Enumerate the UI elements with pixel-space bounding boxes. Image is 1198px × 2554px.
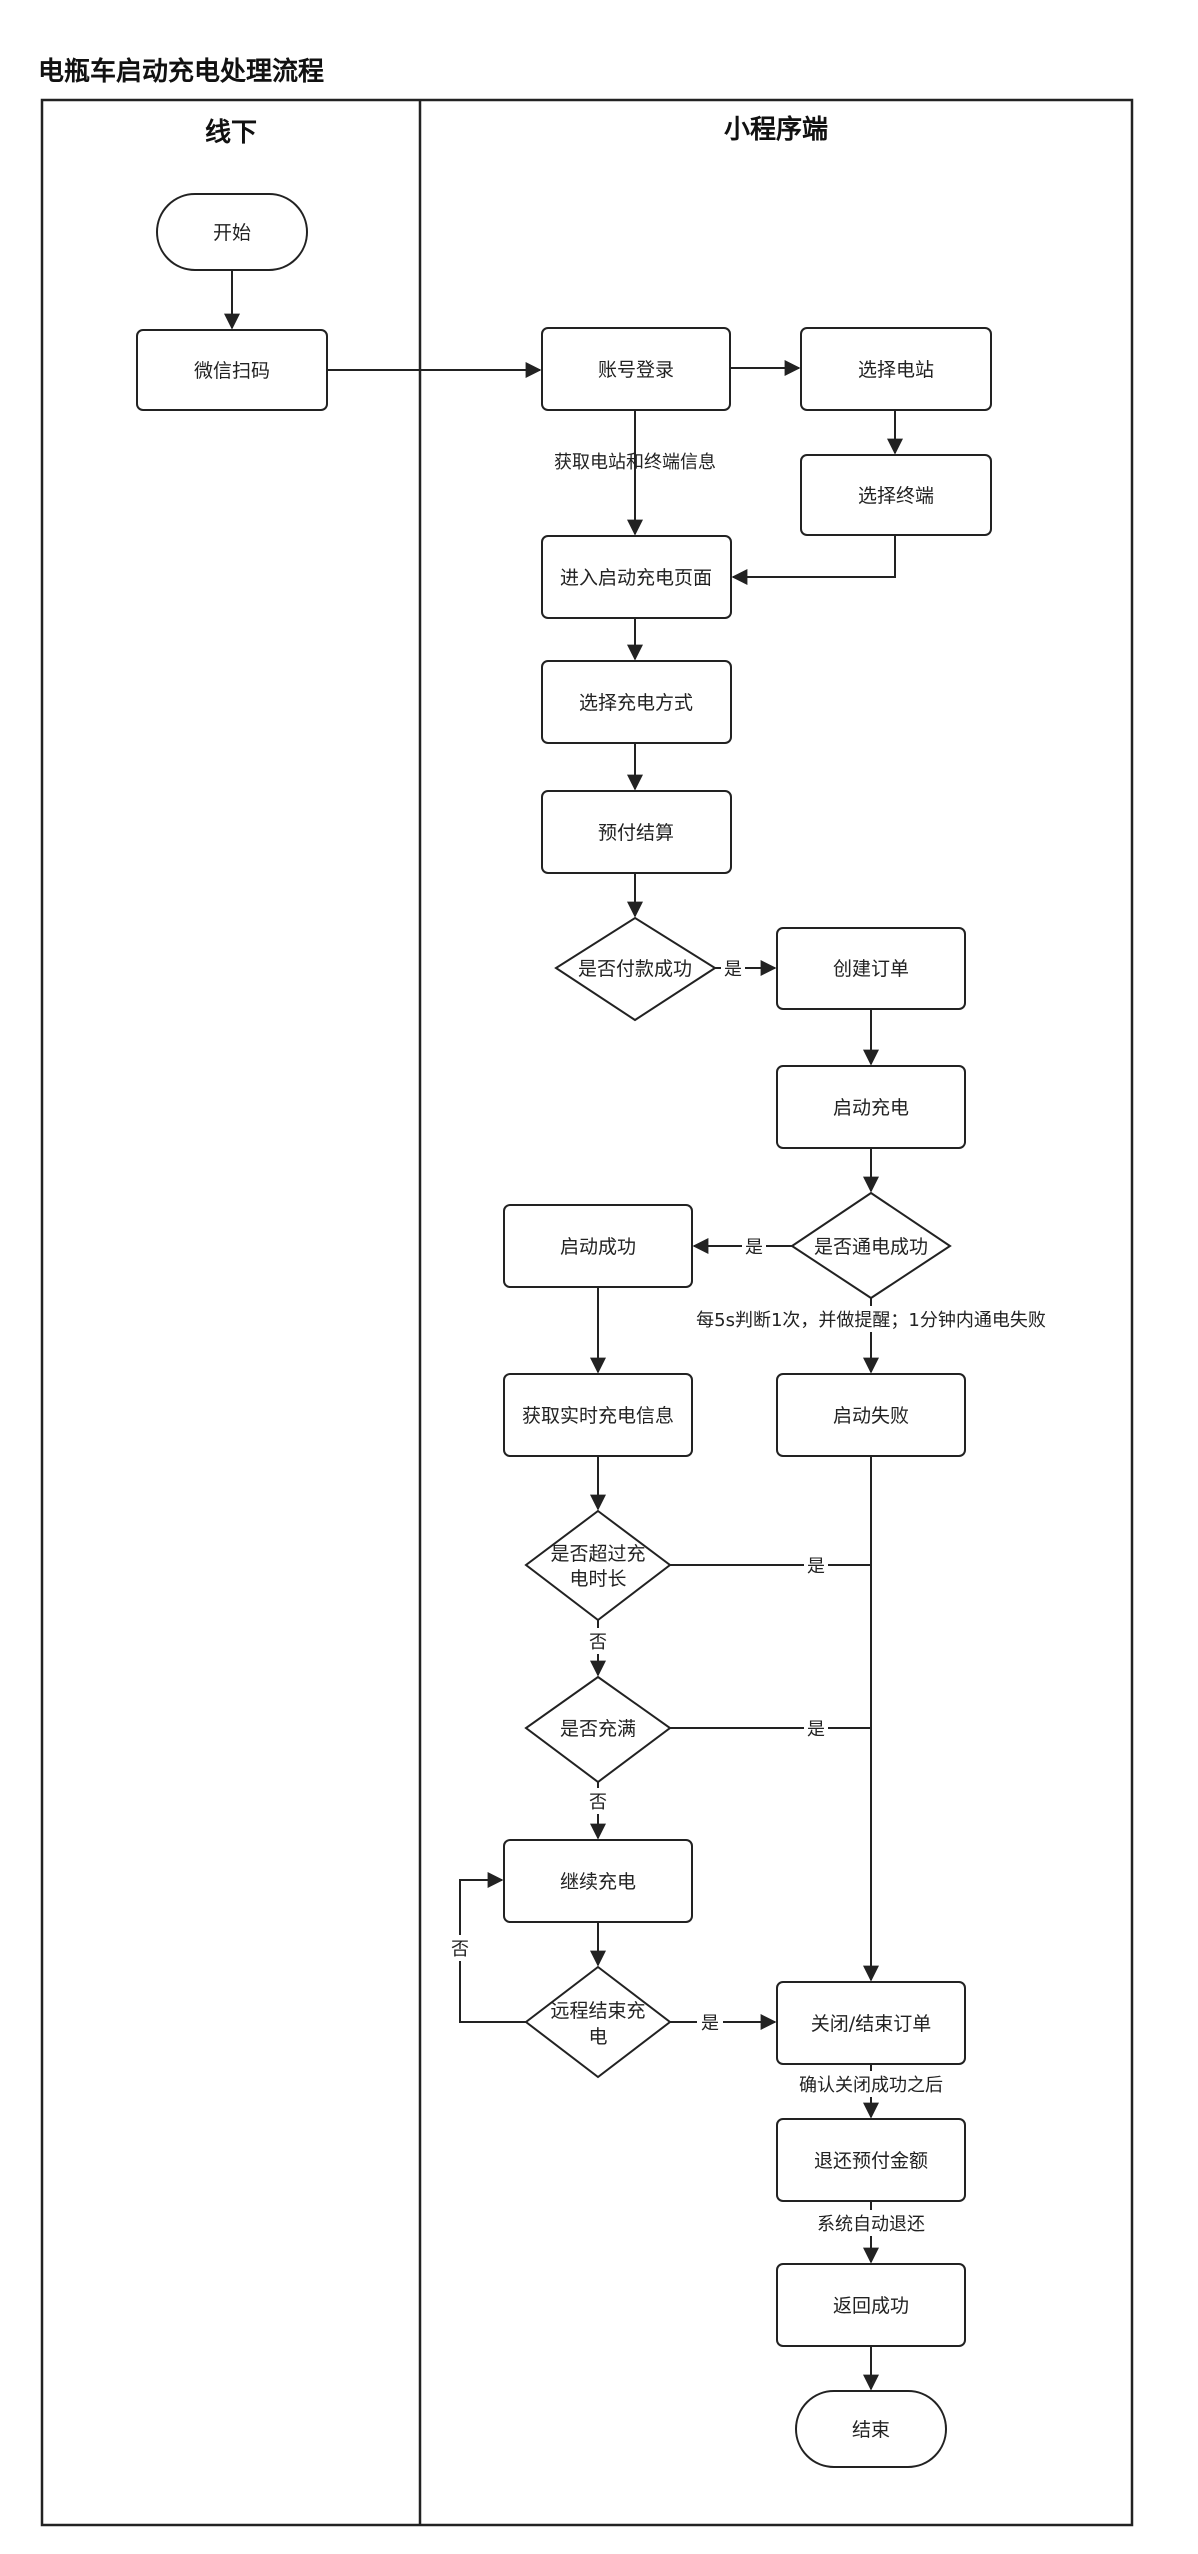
edge-label-paid-yes: 是 — [724, 959, 742, 980]
edge-label-overtime-no: 否 — [589, 1632, 607, 1653]
node-return-success-label: 返回成功 — [833, 2295, 909, 2317]
edge-label-remote-yes: 是 — [701, 2013, 719, 2034]
node-refund — [776, 2118, 966, 2202]
edge-label-remote-no: 否 — [451, 1939, 469, 1960]
node-enter-charge-page — [541, 535, 732, 619]
node-select-station — [800, 327, 992, 411]
node-wechat-scan — [136, 329, 328, 411]
node-select-terminal-label: 选择终端 — [858, 485, 934, 507]
edge-label-full-no: 否 — [589, 1792, 607, 1813]
swimlane-frame — [40, 98, 1134, 2527]
edge-label-bg — [804, 1715, 828, 1741]
edge-label-bg — [721, 955, 745, 981]
edge-label-powered-yes: 是 — [745, 1237, 763, 1258]
lane-title-offline: 线下 — [205, 118, 257, 148]
node-select-charge-mode-label: 选择充电方式 — [579, 692, 693, 714]
edge-label-bg — [800, 2210, 942, 2236]
node-continue-charge-label: 继续充电 — [560, 1871, 636, 1893]
node-continue-charge — [503, 1839, 693, 1923]
node-remote-end-label-1: 远程结束充 — [550, 2000, 645, 2022]
node-start-success — [503, 1204, 693, 1288]
node-over-time-label-2: 电时长 — [569, 1568, 626, 1590]
node-remote-end-label-2: 电 — [588, 2026, 607, 2048]
node-wechat-scan-label: 微信扫码 — [194, 360, 270, 382]
node-close-order — [776, 1981, 966, 2065]
edge-label-bg — [680, 1306, 1060, 1332]
edge-label-bg — [586, 1628, 610, 1654]
node-start-failed-label: 启动失败 — [833, 1405, 909, 1427]
node-end — [795, 2390, 947, 2468]
node-select-charge-mode — [541, 660, 732, 744]
edge-label-bg — [447, 1935, 473, 1961]
node-close-order-label: 关闭/结束订单 — [811, 2013, 931, 2035]
node-get-realtime-info — [503, 1373, 693, 1457]
diagram-title: 电瓶车启动充电处理流程 — [38, 56, 324, 87]
node-account-login — [541, 327, 731, 411]
edge-label-after-close: 确认关闭成功之后 — [799, 2075, 943, 2096]
node-refund-label: 退还预付金额 — [814, 2150, 928, 2172]
node-return-success — [776, 2263, 966, 2347]
node-create-order-label: 创建订单 — [833, 958, 909, 980]
edge-label-check-note: 每5s判断1次，并做提醒；1分钟内通电失败 — [696, 1310, 1046, 1331]
node-start-failed — [776, 1373, 966, 1457]
lane-title-miniprogram: 小程序端 — [724, 114, 828, 145]
edge-terminal-page — [731, 535, 896, 585]
edge-label-full-yes: 是 — [807, 1719, 825, 1740]
node-select-terminal — [800, 454, 992, 536]
node-is-full-label: 是否充满 — [560, 1718, 636, 1740]
node-start-label: 开始 — [213, 222, 251, 244]
node-select-station-label: 选择电站 — [858, 359, 934, 381]
edge-label-bg — [780, 2071, 962, 2097]
node-get-realtime-info-label: 获取实时充电信息 — [522, 1405, 674, 1427]
node-start-charge-label: 启动充电 — [833, 1097, 909, 1119]
node-over-time-label-1: 是否超过充 — [550, 1543, 645, 1565]
node-start — [156, 193, 308, 271]
node-is-full — [524, 1675, 672, 1784]
node-end-label: 结束 — [852, 2419, 890, 2441]
node-account-login-label: 账号登录 — [598, 359, 674, 381]
node-start-charge — [776, 1065, 966, 1149]
edge-label-overtime-yes: 是 — [807, 1556, 825, 1577]
edge-label-get-station-info: 获取电站和终端信息 — [554, 452, 716, 473]
node-enter-charge-page-label: 进入启动充电页面 — [560, 567, 712, 589]
node-over-time — [524, 1509, 672, 1622]
edge-label-bg — [586, 1788, 610, 1814]
edge-label-bg — [697, 2009, 723, 2035]
node-prepay-settle-label: 预付结算 — [598, 822, 674, 844]
edge-label-bg — [804, 1552, 828, 1578]
node-start-success-label: 启动成功 — [560, 1236, 636, 1258]
edge-label-auto-refund: 系统自动退还 — [817, 2214, 925, 2235]
node-is-paid — [554, 916, 717, 1022]
node-is-paid-label: 是否付款成功 — [578, 958, 692, 980]
node-remote-end — [524, 1965, 672, 2079]
node-create-order — [776, 927, 966, 1010]
edge-label-bg — [742, 1233, 766, 1259]
node-prepay-settle — [541, 790, 732, 874]
node-is-powered-label: 是否通电成功 — [814, 1236, 928, 1258]
node-is-powered — [790, 1191, 952, 1300]
